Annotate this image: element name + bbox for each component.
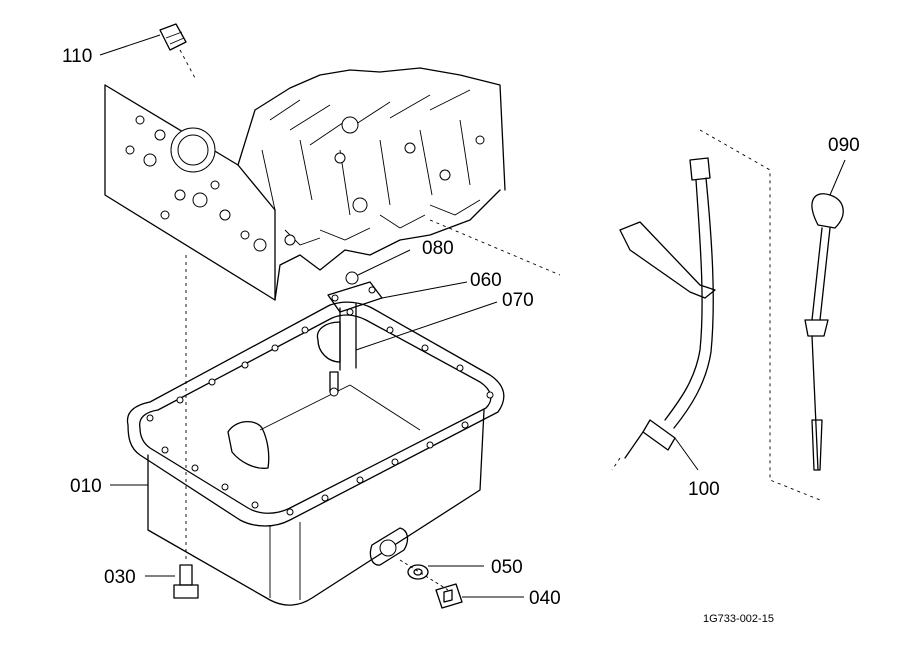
label-110: 110 bbox=[62, 46, 92, 67]
reference-code: 1G733-002-15 bbox=[703, 613, 774, 625]
leader-lines bbox=[99, 34, 846, 598]
label-090: 090 bbox=[828, 135, 860, 156]
label-040: 040 bbox=[529, 588, 561, 609]
oil-pan bbox=[126, 301, 505, 606]
label-080: 080 bbox=[422, 238, 454, 259]
plug-110 bbox=[159, 23, 196, 79]
oil-strainer bbox=[316, 271, 383, 397]
label-010: 010 bbox=[70, 476, 102, 497]
label-060: 060 bbox=[470, 270, 502, 291]
part-labels: 110 010 030 040 050 060 070 080 090 100 … bbox=[62, 46, 860, 625]
label-100: 100 bbox=[688, 479, 720, 500]
pan-bolt bbox=[173, 255, 199, 599]
label-070: 070 bbox=[502, 290, 534, 311]
label-050: 050 bbox=[491, 557, 523, 578]
dipstick-guide bbox=[611, 129, 821, 501]
drain-plug-and-gasket bbox=[399, 559, 463, 609]
label-030: 030 bbox=[104, 567, 136, 588]
engine-block bbox=[104, 67, 506, 301]
dipstick bbox=[804, 193, 844, 471]
